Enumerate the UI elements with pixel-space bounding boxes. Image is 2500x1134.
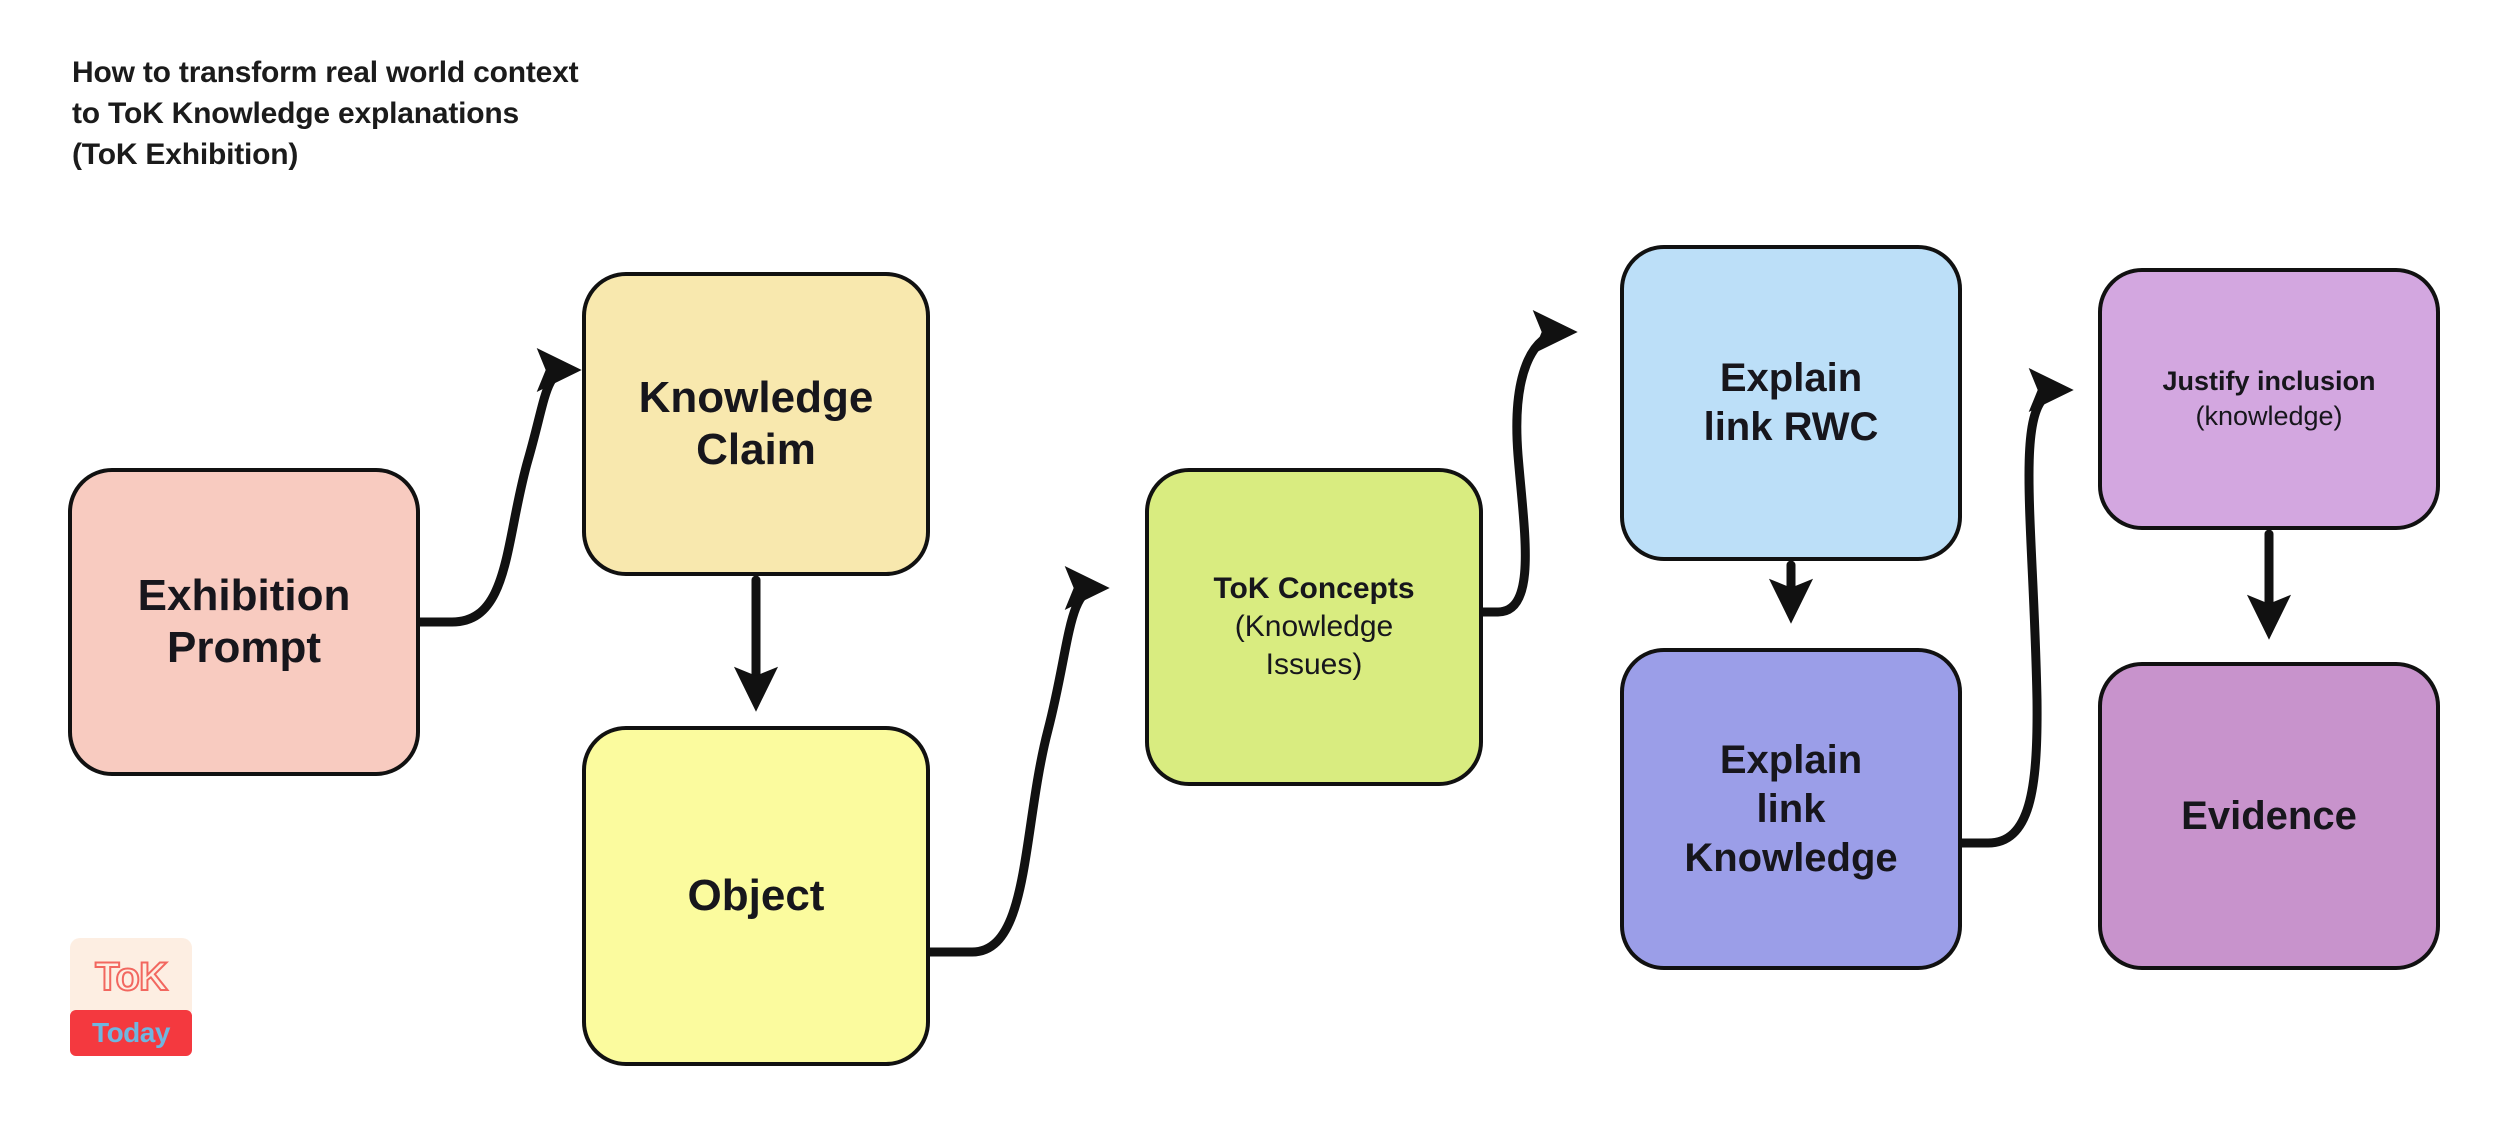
title-line-2: to ToK Knowledge explanations (72, 97, 519, 130)
title-line-1: How to transform real world context (72, 56, 579, 89)
node-tok-concepts[interactable]: ToK Concepts (Knowledge Issues) (1145, 468, 1483, 786)
node-explain-link-rwc[interactable]: Explain link RWC (1620, 245, 1962, 561)
node-label-line: Claim (696, 425, 816, 474)
title-line-3: (ToK Exhibition) (72, 138, 299, 171)
node-object[interactable]: Object (582, 726, 930, 1066)
node-explain-link-knowledge[interactable]: Explain link Knowledge (1620, 648, 1962, 970)
edge-exhibition-prompt-to-knowledge-claim (415, 347, 582, 627)
node-label-line: Evidence (2181, 793, 2357, 838)
node-sublabel-line: Issues) (1265, 648, 1363, 681)
logo-tok-text: ToK (94, 955, 169, 999)
node-label-line: link RWC (1703, 405, 1879, 449)
node-label-line: Justify inclusion (2162, 366, 2376, 396)
tok-today-logo: ToK Today (70, 938, 192, 1056)
node-evidence[interactable]: Evidence (2098, 662, 2440, 970)
logo-today-text: Today (92, 1017, 170, 1048)
node-exhibition-prompt[interactable]: Exhibition Prompt (68, 468, 420, 776)
node-label-line: Explain (1719, 737, 1863, 782)
node-label-line: Knowledge (1684, 835, 1898, 880)
edge-tok-concepts-to-explain-link-rwc (1478, 309, 1578, 617)
node-sublabel-line: (Knowledge (1234, 610, 1394, 643)
node-label-line: Knowledge (638, 373, 874, 422)
node-label-line: Prompt (167, 623, 321, 672)
node-label-line: Explain (1719, 356, 1863, 400)
node-label-line: Exhibition (137, 571, 351, 620)
node-label-line: link (1756, 786, 1826, 831)
node-justify-inclusion[interactable]: Justify inclusion (knowledge) (2098, 268, 2440, 530)
edge-explain-link-knowledge-to-justify-inclusion (1957, 367, 2074, 848)
node-knowledge-claim[interactable]: Knowledge Claim (582, 272, 930, 576)
edge-object-to-tok-concepts (925, 566, 1110, 957)
node-label-line: Object (687, 871, 825, 920)
node-sublabel-line: (knowledge) (2195, 401, 2343, 431)
page-title: How to transform real world context to T… (72, 52, 579, 175)
node-label-line: ToK Concepts (1213, 572, 1415, 605)
logo-bottom-panel: Today (70, 1010, 192, 1056)
logo-top-panel: ToK (70, 938, 192, 1012)
